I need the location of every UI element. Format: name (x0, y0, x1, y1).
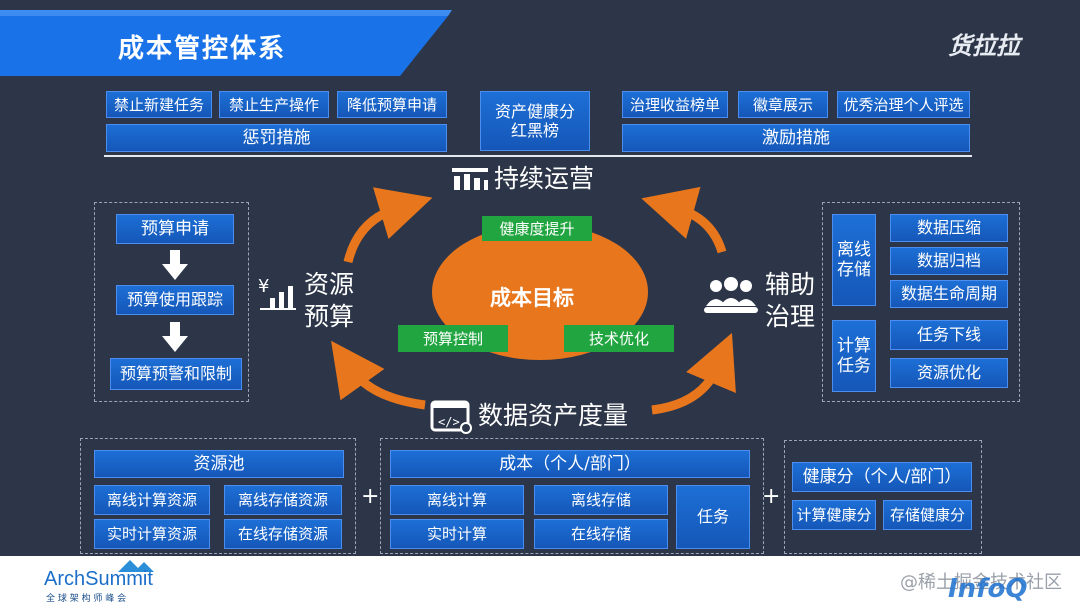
budget-control-badge: 预算控制 (398, 325, 508, 352)
footer-bar (0, 556, 1080, 608)
plus-sign-1: + (361, 484, 380, 509)
tech-opt-badge: 技术优化 (564, 325, 674, 352)
offline-storage-label: 离线 存储 (832, 214, 876, 306)
arrow-down-icon (162, 250, 188, 280)
health-score-panel (784, 440, 982, 554)
cost-item-offline-compute: 离线计算 (390, 485, 524, 515)
assist-gov-label-1: 辅助 (765, 270, 816, 299)
penalty-label: 惩罚措施 (106, 124, 447, 152)
plus-sign-2: + (762, 484, 781, 509)
storage-item-compress: 数据压缩 (890, 214, 1008, 242)
incentive-item-2: 徽章展示 (738, 91, 828, 118)
cost-panel (380, 438, 764, 554)
cost-item-task: 任务 (676, 485, 750, 549)
footer-watermark: @稀土掘金技术社区 (900, 572, 1062, 593)
incentive-item-1: 治理收益榜单 (622, 91, 728, 118)
compute-task-label: 计算 任务 (832, 320, 876, 392)
budget-step-warn: 预算预警和限制 (110, 358, 242, 390)
pool-item-realtime-compute: 实时计算资源 (94, 519, 210, 549)
health-item-storage: 存储健康分 (883, 500, 972, 530)
task-item-offline: 任务下线 (890, 320, 1008, 350)
pool-item-online-storage: 在线存储资源 (224, 519, 342, 549)
health-up-badge: 健康度提升 (482, 216, 592, 241)
footer-brand-sub: 全 球 架 构 师 峰 会 (46, 594, 127, 604)
budget-step-apply: 预算申请 (116, 214, 234, 244)
pool-title: 资源池 (94, 450, 344, 478)
goal-label: 成本目标 (490, 286, 574, 310)
resource-budget-label-1: 资源 (304, 270, 355, 299)
team-icon (704, 277, 758, 313)
footer-brand: ArchSummit (44, 568, 153, 590)
data-measure-label: 数据资产度量 (478, 401, 629, 430)
brand-logo: 货拉拉 (948, 32, 1020, 60)
footer-infoq: InfoQ (948, 574, 1028, 604)
task-item-resource-opt: 资源优化 (890, 358, 1008, 388)
mountain-icon (118, 560, 154, 572)
resource-budget-label-2: 预算 (304, 302, 355, 331)
pool-item-offline-compute: 离线计算资源 (94, 485, 210, 515)
penalty-item-1: 禁止新建任务 (106, 91, 212, 118)
cost-title: 成本（个人/部门） (390, 450, 750, 478)
health-score-title: 健康分（个人/部门） (792, 462, 972, 492)
storage-item-lifecycle: 数据生命周期 (890, 280, 1008, 308)
arrow-down-icon (162, 322, 188, 352)
penalty-item-2: 禁止生产操作 (219, 91, 329, 118)
yuan-chart-icon: ¥ (258, 276, 296, 310)
cost-item-offline-storage: 离线存储 (534, 485, 668, 515)
cost-item-realtime-compute: 实时计算 (390, 519, 524, 549)
pool-item-offline-storage: 离线存储资源 (224, 485, 342, 515)
code-window-icon: </> (430, 400, 472, 434)
assist-gov-label-2: 治理 (765, 302, 816, 331)
header-banner (0, 10, 452, 76)
budget-flow-panel (94, 202, 249, 402)
governance-panel (822, 202, 1020, 402)
health-rank-box: 资产健康分 红黑榜 (480, 91, 590, 151)
continuous-ops-label: 持续运营 (494, 164, 595, 193)
resource-pool-panel (80, 438, 356, 554)
top-divider (104, 155, 972, 157)
storage-item-archive: 数据归档 (890, 247, 1008, 275)
cost-item-online-storage: 在线存储 (534, 519, 668, 549)
penalty-item-3: 降低预算申请 (337, 91, 447, 118)
incentive-label: 激励措施 (622, 124, 970, 152)
svg-text:¥: ¥ (258, 276, 269, 297)
incentive-item-3: 优秀治理个人评选 (837, 91, 970, 118)
budget-step-track: 预算使用跟踪 (116, 285, 234, 315)
page-title: 成本管控体系 (118, 34, 287, 64)
health-item-compute: 计算健康分 (792, 500, 876, 530)
chart-bars-icon (452, 168, 488, 190)
svg-text:</>: </> (438, 415, 460, 429)
